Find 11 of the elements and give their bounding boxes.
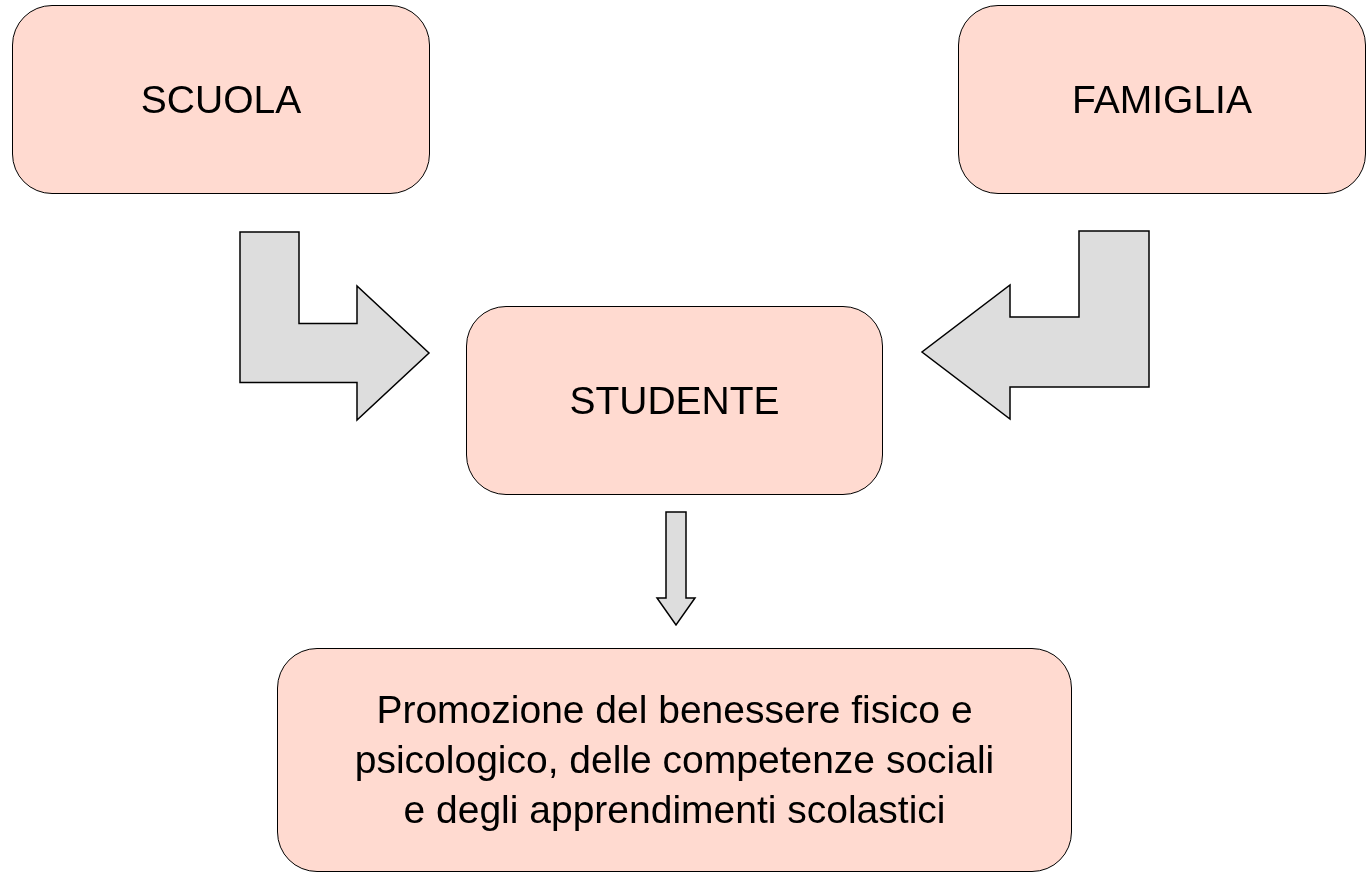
outcome-box (277, 648, 1072, 872)
block-arrow (239, 231, 431, 422)
block-arrow (655, 511, 697, 627)
node-label: FAMIGLIA (1072, 76, 1252, 123)
block-arrow (920, 230, 1150, 421)
node-label: Promozione del benessere fisico e psicologico, delle competenze sociali e degli apprendimenti scolastici (354, 687, 995, 833)
process-box (12, 5, 430, 194)
node-label: STUDENTE (569, 377, 780, 424)
node-label: SCUOLA (140, 76, 302, 123)
process-box (958, 5, 1366, 194)
process-box (466, 306, 883, 495)
